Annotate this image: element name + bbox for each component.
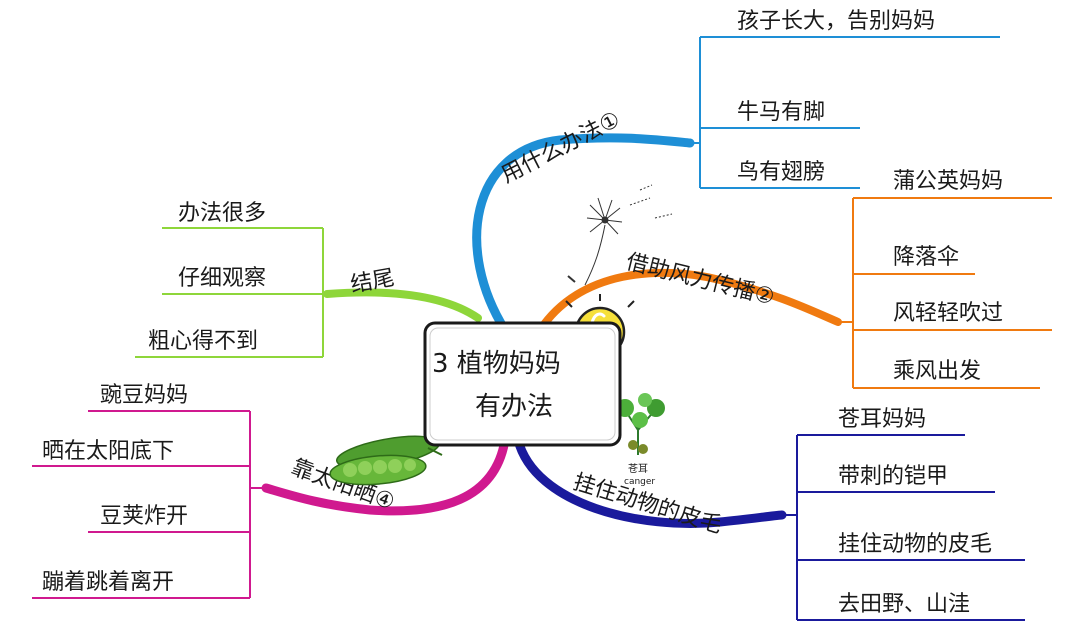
cocklebur-caption-en: canger — [624, 477, 655, 487]
cocklebur-illustration: 苍耳 canger — [616, 393, 665, 487]
branch-wind-curve — [536, 268, 842, 334]
center-node: 3 植物妈妈 有办法 — [423, 321, 622, 447]
branch-animal-curve — [513, 435, 787, 528]
branch-animal-leaf-3: 挂住动物的皮毛 — [838, 532, 992, 557]
branch-end-leaf-2: 仔细观察 — [178, 266, 266, 291]
branch-sun-leaf-3: 豆荚炸开 — [100, 504, 188, 529]
branch-wind-bracket — [838, 197, 1052, 389]
center-title-line2: 有办法 — [475, 392, 553, 422]
branch-sun-curve — [261, 435, 510, 516]
branch-animal-leaf-1: 苍耳妈妈 — [838, 407, 926, 432]
dandelion-illustration — [567, 184, 673, 286]
branch-sun-leaf-1: 豌豆妈妈 — [100, 383, 188, 408]
branch-end-leaf-3: 粗心得不到 — [148, 329, 258, 354]
branch-top-leaf-3: 鸟有翅膀 — [737, 160, 825, 185]
peapod-illustration — [329, 435, 443, 486]
branch-sun-leaf-4: 蹦着跳着离开 — [42, 570, 174, 595]
center-title-line1: 3 植物妈妈 — [432, 349, 561, 379]
branch-top-curve — [472, 133, 695, 335]
branch-wind-leaf-2: 降落伞 — [893, 245, 959, 270]
branch-animal-leaf-2: 带刺的铠甲 — [838, 464, 948, 489]
branch-wind: 借助风力传播② 蒲公英妈妈 降落伞 风轻轻吹过 乘风出发 — [536, 169, 1052, 389]
branch-end-leaf-1: 办法很多 — [178, 201, 266, 226]
branch-animal-leaf-4: 去田野、山洼 — [838, 592, 970, 617]
branch-animal-bracket — [782, 434, 1025, 621]
branch-wind-leaf-3: 风轻轻吹过 — [893, 301, 1003, 326]
branch-wind-leaf-1: 蒲公英妈妈 — [893, 169, 1003, 194]
branch-end-curve — [323, 288, 482, 322]
branch-top-leaf-1: 孩子长大，告别妈妈 — [737, 9, 935, 34]
branch-wind-leaf-4: 乘风出发 — [893, 359, 981, 384]
branch-top-leaf-2: 牛马有脚 — [737, 100, 825, 125]
branch-end: 结尾 办法很多 仔细观察 粗心得不到 — [135, 201, 482, 358]
cocklebur-caption: 苍耳 — [628, 462, 648, 475]
branch-sun-leaf-2: 晒在太阳底下 — [42, 439, 174, 464]
branch-top-bracket — [688, 36, 1000, 189]
branch-top-label: 用什么办法① — [497, 107, 624, 188]
branch-sun-bracket — [32, 410, 266, 599]
branch-end-bracket — [135, 227, 324, 358]
branch-wind-label: 借助风力传播② — [624, 250, 777, 311]
